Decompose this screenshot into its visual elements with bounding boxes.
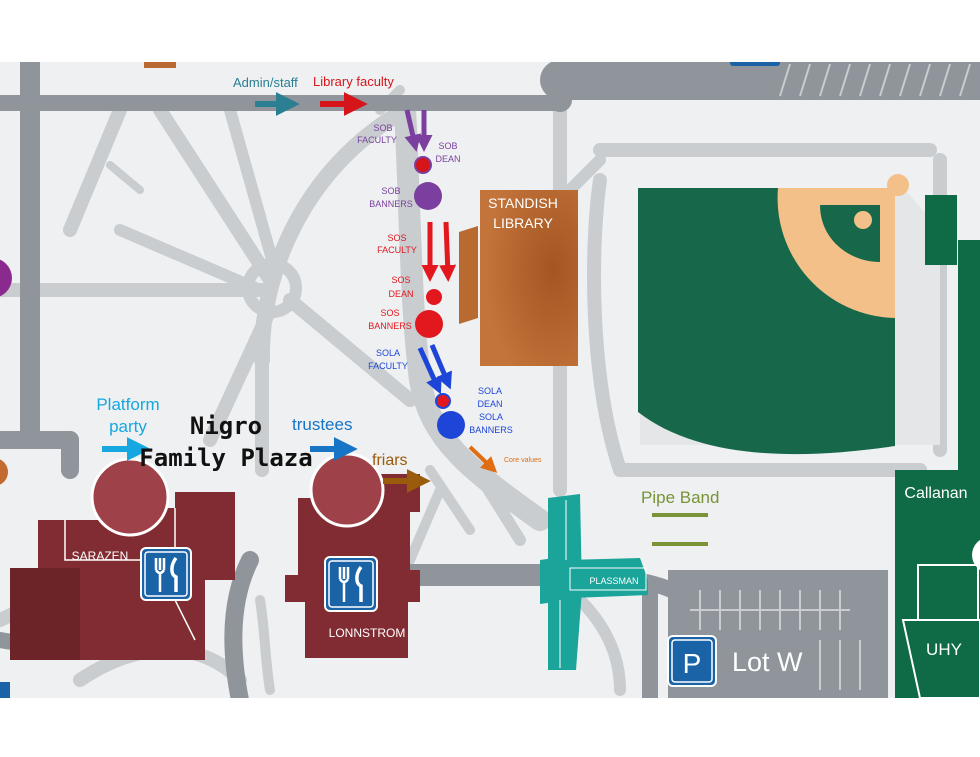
friars-label: friars <box>372 452 408 469</box>
sos-dean-dot <box>426 289 442 305</box>
left-orange-building <box>0 459 8 485</box>
top-blue-lot-marker <box>730 62 780 66</box>
sos-dean-label-2: DEAN <box>388 289 413 299</box>
pipe-band-label: Pipe Band <box>641 488 719 507</box>
sola-faculty-arrow-1 <box>417 346 442 395</box>
sob-banners-label-2: BANNERS <box>369 199 413 209</box>
pipe-band-bar-2 <box>652 542 708 546</box>
sob-faculty-label-1: SOB <box>373 123 392 133</box>
sola-banners-label-2: BANNERS <box>469 425 513 435</box>
sola-faculty-label-1: SOLA <box>376 348 400 358</box>
plaza-label-1: Nigro <box>190 412 262 440</box>
trustees-label: trustees <box>292 415 352 434</box>
sola-banners-dot <box>437 411 465 439</box>
sob-dean-label-1: SOB <box>438 141 457 151</box>
roundabout <box>242 258 302 318</box>
lonnstrom-label: LONNSTROM <box>329 626 406 640</box>
core-values-arrow <box>468 445 498 473</box>
lonnstrom-dining-icon <box>324 556 378 612</box>
sola-faculty-arrow-2 <box>429 344 452 390</box>
sola-dean-dot <box>435 393 451 409</box>
core-values-label: Core values <box>504 457 542 464</box>
left-purple-building <box>0 259 12 297</box>
platform-party-label-2: party <box>109 417 147 436</box>
sarazen-dining-icon <box>140 547 192 601</box>
callanan-dome <box>972 540 980 570</box>
sos-faculty-label-1: SOS <box>387 233 406 243</box>
parking-stalls <box>690 590 861 690</box>
sob-dean-dot <box>414 156 432 174</box>
svg-text:P: P <box>683 648 702 679</box>
standish-label-2: LIBRARY <box>493 215 553 231</box>
standish-label-1: STANDISH <box>488 195 558 211</box>
sola-dean-label-2: DEAN <box>477 399 502 409</box>
sos-faculty-arrow-2 <box>439 221 457 282</box>
plassman-label: PLASSMAN <box>589 576 638 586</box>
sarazen-building <box>10 457 235 660</box>
callanan-label: Callanan <box>904 485 967 502</box>
top-right-stalls <box>779 63 971 97</box>
admin-staff-label: Admin/staff <box>233 75 298 90</box>
sob-faculty-label-2: FACULTY <box>357 135 397 145</box>
sola-faculty-label-2: FACULTY <box>368 361 408 371</box>
plassman-outline <box>559 500 647 668</box>
uhy-building <box>901 564 980 698</box>
uhy-label: UHY <box>926 640 962 659</box>
sola-banners-label-1: SOLA <box>479 412 503 422</box>
sos-faculty-label-2: FACULTY <box>377 245 417 255</box>
sos-banners-label-1: SOS <box>380 308 399 318</box>
pipe-band-bar-1 <box>652 513 708 517</box>
left-blue-marker <box>0 682 10 698</box>
sos-banners-label-2: BANNERS <box>368 321 412 331</box>
platform-party-label-1: Platform <box>96 395 159 414</box>
sarazen-label: SARAZEN <box>72 549 129 563</box>
sob-banners-label-1: SOB <box>381 186 400 196</box>
sos-dean-label-1: SOS <box>391 275 410 285</box>
baseball-field <box>638 174 940 455</box>
sos-banners-dot <box>415 310 443 338</box>
library-faculty-label: Library faculty <box>313 74 394 89</box>
sob-faculty-arrow-1 <box>404 109 422 152</box>
sob-dean-label-2: DEAN <box>435 154 460 164</box>
standish-library <box>459 190 578 366</box>
top-orange-marker <box>144 62 176 68</box>
lot-w-label: Lot W <box>732 647 803 677</box>
plaza-label-2: Family Plaza <box>139 444 312 472</box>
parking-icon: P <box>667 635 717 687</box>
sola-dean-label-1: SOLA <box>478 386 502 396</box>
sob-banners-dot <box>414 182 442 210</box>
